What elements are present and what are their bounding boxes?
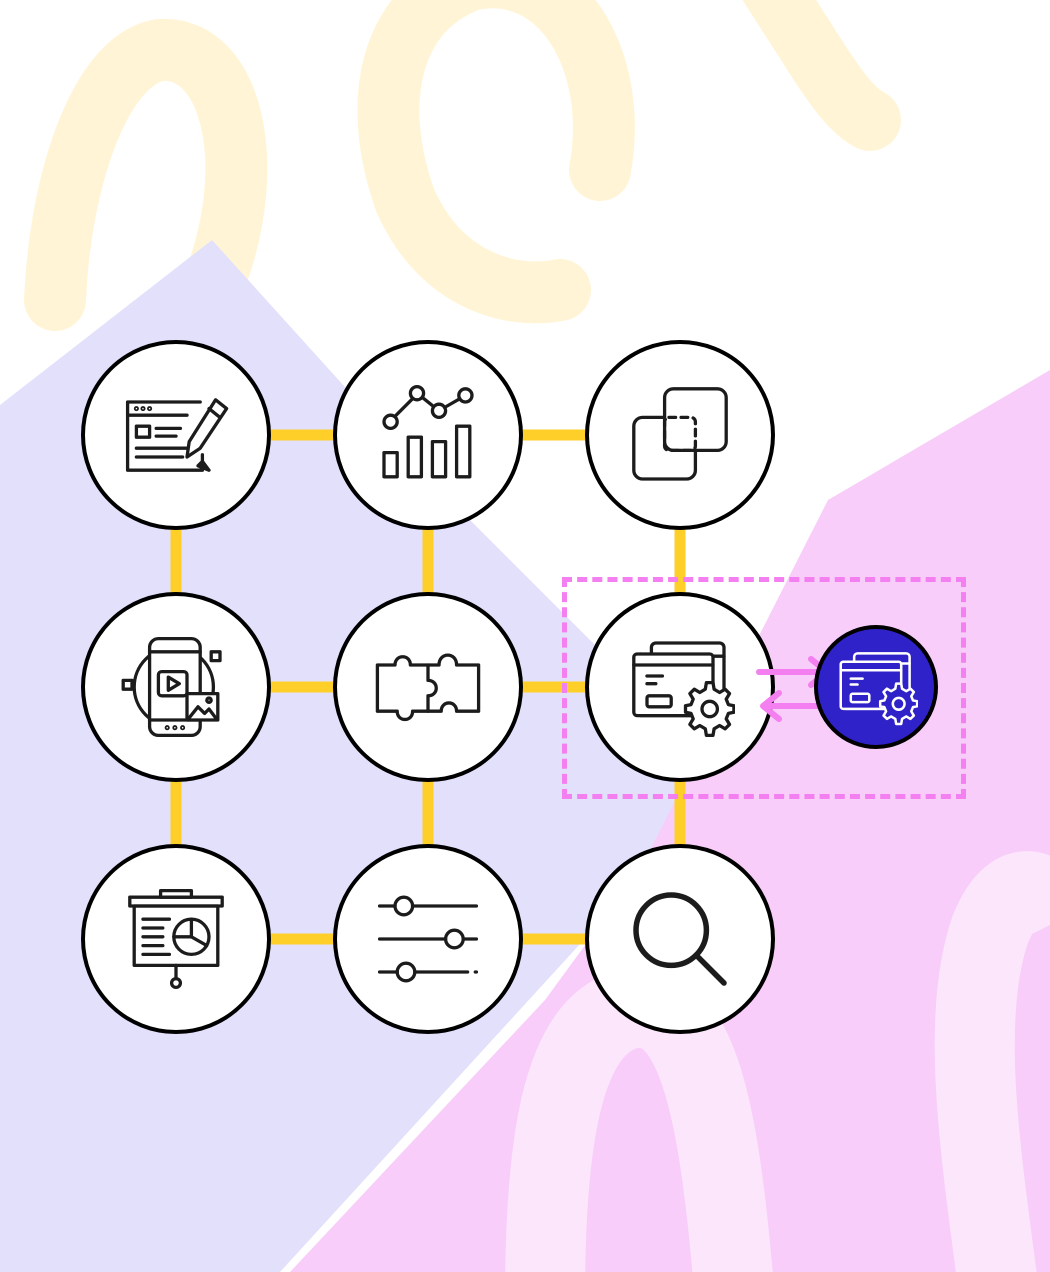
- node-overlap[interactable]: [585, 340, 775, 530]
- replacement-node[interactable]: [814, 625, 938, 749]
- node-analytics[interactable]: [333, 340, 523, 530]
- node-search[interactable]: [585, 844, 775, 1034]
- presentation-board-icon: [128, 888, 224, 990]
- selection-box: [562, 577, 966, 799]
- pink-shape: [290, 370, 1050, 1272]
- yellow-loop-middle: [357, 0, 635, 324]
- node-mobile-media[interactable]: [81, 592, 271, 782]
- node-sliders[interactable]: [333, 844, 523, 1034]
- yellow-loop-left: [24, 18, 268, 331]
- puzzle-icon: [375, 653, 481, 722]
- browser-settings-icon: [839, 652, 918, 726]
- node-presentation[interactable]: [81, 844, 271, 1034]
- yellow-loop-right: [742, 0, 901, 151]
- analytics-chart-icon: [382, 384, 474, 479]
- sliders-icon: [377, 895, 479, 983]
- light-pink-loop-right: [934, 851, 1050, 1272]
- web-design-pencil-icon: [125, 398, 229, 472]
- browser-settings-icon: [632, 641, 735, 738]
- search-icon: [633, 892, 727, 986]
- mobile-video-icon: [121, 636, 222, 738]
- node-puzzle[interactable]: [333, 592, 523, 782]
- node-web-design[interactable]: [81, 340, 271, 530]
- overlap-squares-icon: [632, 387, 728, 481]
- node-browser-settings[interactable]: [585, 592, 775, 782]
